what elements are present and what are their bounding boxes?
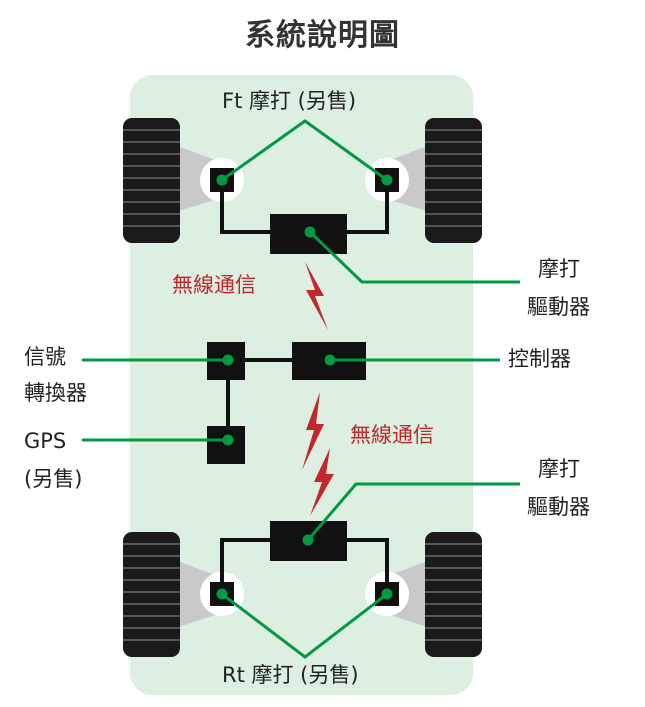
motor-driver-bottom-label-line2: 驅動器	[527, 495, 590, 519]
signal-converter-label-line2: 轉換器	[24, 381, 87, 405]
motor-driver-top-label-line1: 摩打	[538, 257, 580, 281]
controller-label: 控制器	[508, 347, 571, 371]
gps-label-line1: GPS	[24, 429, 67, 453]
wireless-bolt-bottom-lower	[310, 448, 334, 516]
wireless-bolt-bottom-upper	[302, 392, 324, 470]
diagram-title: 系統說明圖	[245, 18, 400, 53]
signal-converter-label-line1: 信號	[24, 345, 66, 369]
connector-lines	[82, 119, 520, 659]
motor-driver-top-label-line2: 驅動器	[527, 295, 590, 319]
wiring	[220, 190, 389, 588]
wireless-bolt-top	[305, 262, 328, 330]
wireless-bottom-label: 無線通信	[350, 423, 434, 447]
wireless-top-label: 無線通信	[172, 273, 256, 297]
rear-motor-label: Rt 摩打 (另售)	[222, 663, 359, 687]
gps-label-line2: (另售)	[24, 467, 83, 491]
connector-dots	[216, 174, 393, 600]
front-motor-label: Ft 摩打 (另售)	[222, 89, 357, 113]
motor-driver-bottom-label-line1: 摩打	[538, 457, 580, 481]
